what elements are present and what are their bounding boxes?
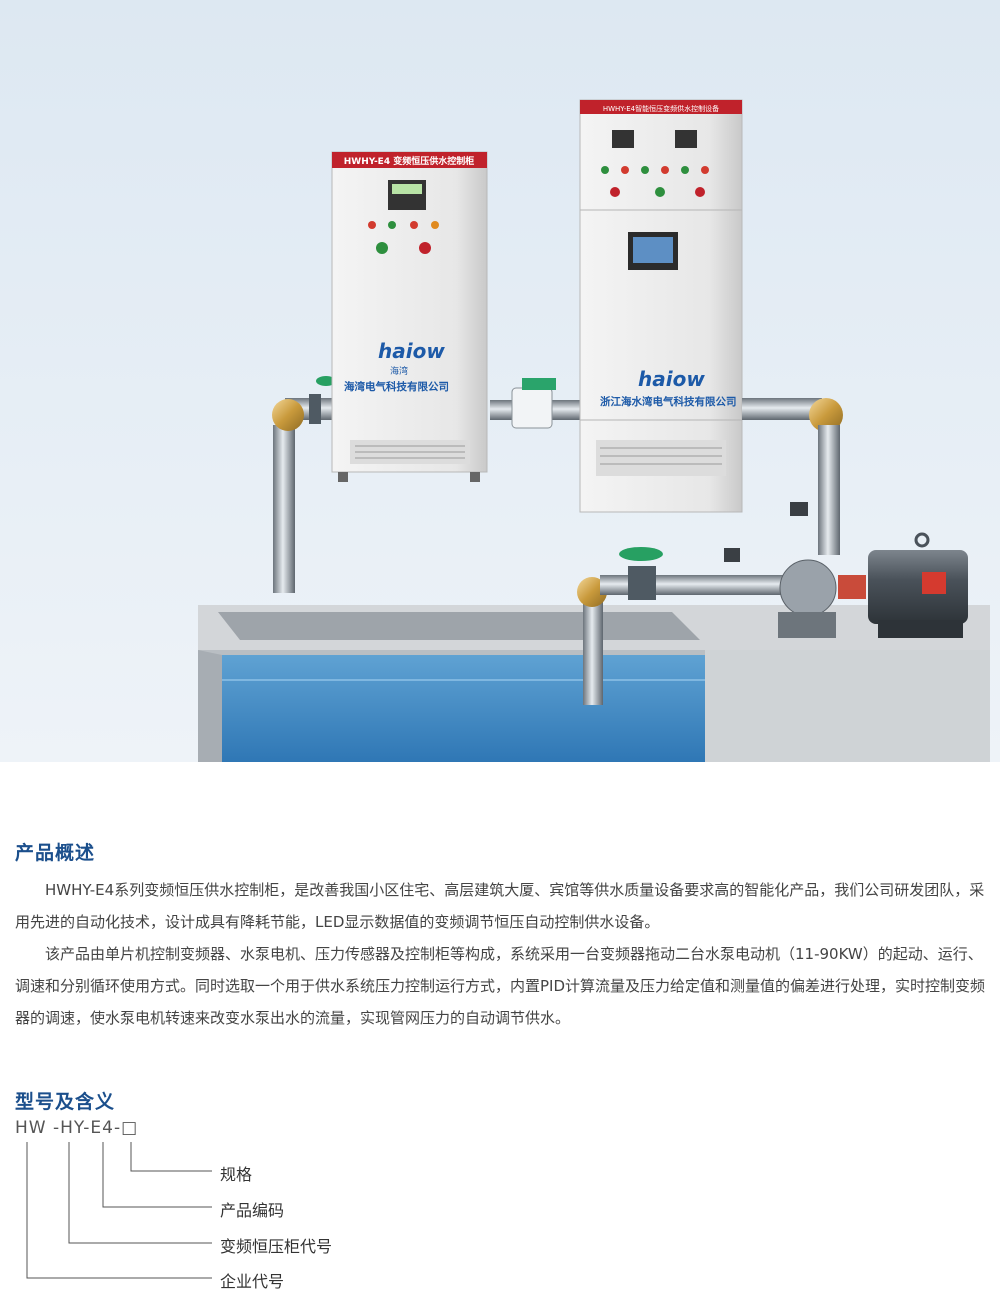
model-label-cabinet-code: 变频恒压柜代号 (220, 1237, 333, 1256)
flow-meter (511, 387, 553, 429)
left-flange (309, 394, 321, 424)
right-control-cabinet: HWHY-E4智能恒压变频供水控制设备 haiow 浙江海水湾电气科技有限公司 (579, 99, 743, 513)
right-outlet-pipe (742, 398, 822, 420)
model-title: 型号及含义 (15, 1091, 116, 1113)
model-label-company-code: 企业代号 (220, 1272, 285, 1291)
model-breakdown-lines (26, 1142, 212, 1279)
pump-base (778, 612, 836, 638)
right-cabinet-header: HWHY-E4智能恒压变频供水控制设备 (603, 104, 719, 113)
product-illustration: HWHY-E4 变频恒压供水控制柜 haiow 海湾 海湾电气科技有限公司 HW… (0, 0, 1000, 762)
overview-title: 产品概述 (15, 842, 96, 864)
model-label-spec: 规格 (220, 1165, 253, 1184)
overview-paragraph-1: HWHY-E4系列变频恒压供水控制柜，是改善我国小区住宅、高层建筑大厦、宾馆等供… (15, 881, 985, 931)
motor-body (868, 550, 968, 624)
model-label-product-code: 产品编码 (220, 1201, 285, 1220)
suction-pipe (583, 580, 603, 705)
left-elbow (272, 399, 304, 431)
water-surface (222, 655, 705, 762)
tank-left-wall (198, 650, 222, 762)
right-down-pipe (818, 425, 840, 555)
left-cabinet-logo-sub: 海湾 (390, 365, 408, 377)
right-cabinet-company: 浙江海水湾电气科技有限公司 (600, 395, 737, 408)
flow-meter-display (522, 378, 556, 390)
motor-lift-eye (914, 532, 930, 548)
right-cabinet-logo: haiow (638, 367, 705, 391)
sensor-icon (724, 548, 740, 562)
left-valve-handle-icon (316, 376, 336, 386)
left-riser-pipe (273, 425, 295, 593)
suction-elbow (577, 577, 607, 607)
suction-valve-body (628, 566, 656, 600)
tank-right-wall (705, 650, 990, 762)
suction-valve-handle-icon (619, 547, 663, 561)
overview-paragraph-2: 该产品由单片机控制变频器、水泵电机、压力传感器及控制柜等构成，系统采用一台变频器… (15, 945, 986, 1027)
left-cabinet-logo: haiow (378, 339, 445, 363)
left-cabinet-header: HWHY-E4 变频恒压供水控制柜 (344, 155, 474, 167)
right-elbow (809, 398, 843, 432)
left-cabinet-company: 海湾电气科技有限公司 (344, 380, 449, 393)
left-control-cabinet: HWHY-E4 变频恒压供水控制柜 haiow 海湾 海湾电气科技有限公司 (331, 151, 488, 482)
pressure-gauge-icon (790, 502, 808, 516)
motor-base (878, 620, 963, 638)
tank-inner-back (218, 612, 700, 640)
pump-body (779, 559, 837, 617)
model-code: HW -HY-E4-□ (15, 1118, 139, 1138)
coupling (838, 575, 866, 599)
motor-label-plate (922, 572, 946, 594)
